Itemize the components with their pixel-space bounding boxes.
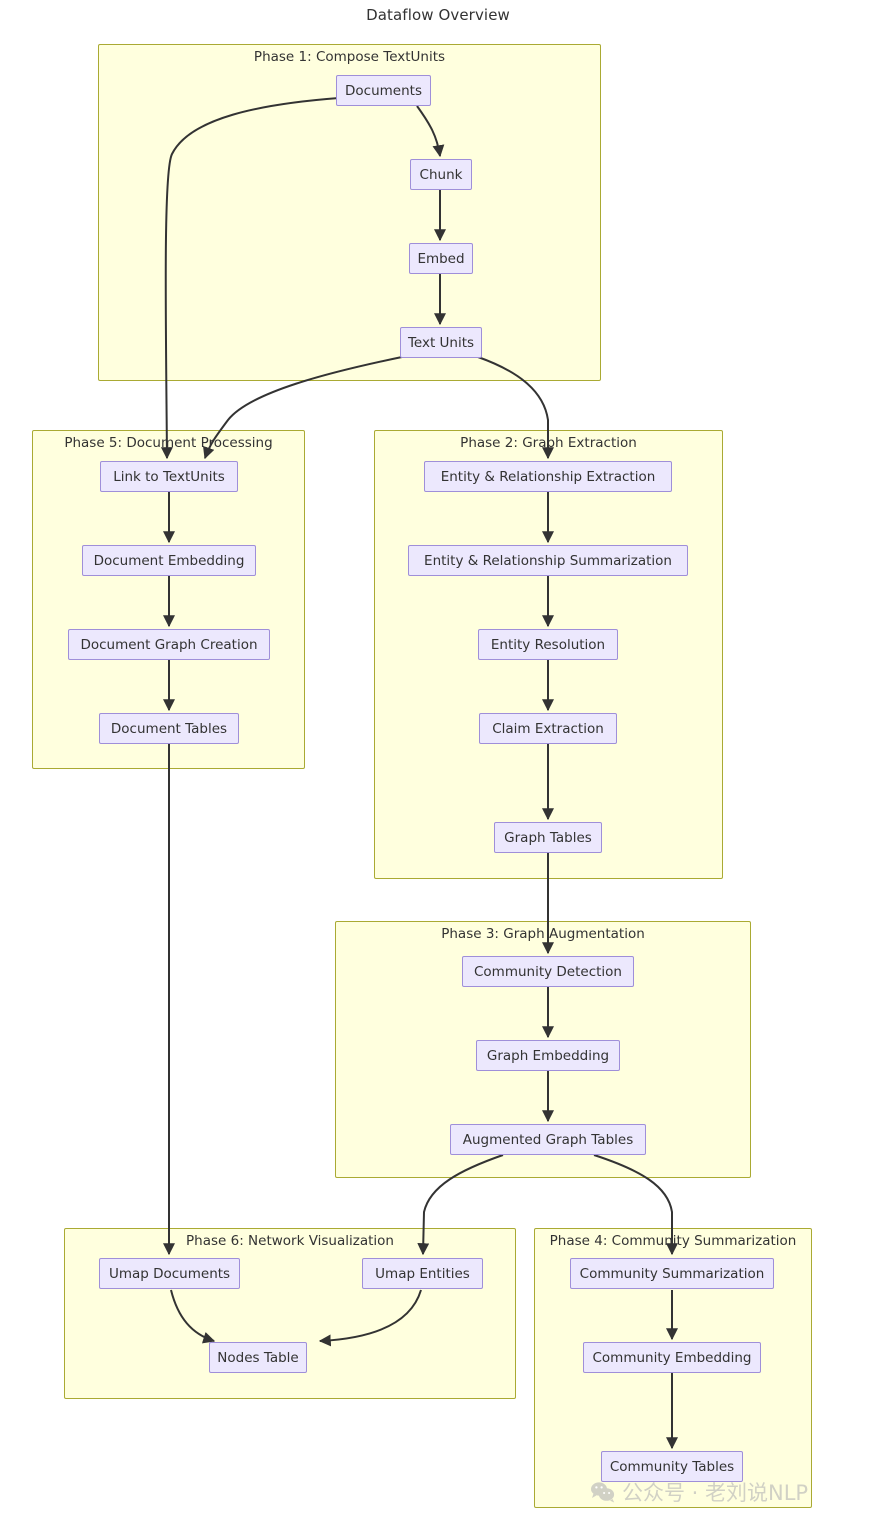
node-augmented-graph-tables[interactable]: Augmented Graph Tables bbox=[450, 1124, 646, 1155]
node-entity-rel-summarization[interactable]: Entity & Relationship Summarization bbox=[408, 545, 688, 576]
cluster-phase4-label: Phase 4: Community Summarization bbox=[549, 1233, 797, 1249]
node-community-embedding[interactable]: Community Embedding bbox=[583, 1342, 761, 1373]
node-graph-embedding[interactable]: Graph Embedding bbox=[476, 1040, 620, 1071]
node-link-to-textunits[interactable]: Link to TextUnits bbox=[100, 461, 238, 492]
cluster-phase6-label: Phase 6: Network Visualization bbox=[186, 1233, 394, 1249]
cluster-phase2-label: Phase 2: Graph Extraction bbox=[460, 435, 637, 451]
node-nodes-table[interactable]: Nodes Table bbox=[209, 1342, 307, 1373]
node-embed[interactable]: Embed bbox=[409, 243, 473, 274]
node-umap-documents[interactable]: Umap Documents bbox=[99, 1258, 240, 1289]
node-document-graph-creation[interactable]: Document Graph Creation bbox=[68, 629, 270, 660]
node-graph-tables[interactable]: Graph Tables bbox=[494, 822, 602, 853]
cluster-phase5-label: Phase 5: Document Processing bbox=[64, 435, 273, 451]
node-document-embedding[interactable]: Document Embedding bbox=[82, 545, 256, 576]
node-community-tables[interactable]: Community Tables bbox=[601, 1451, 743, 1482]
node-text-units[interactable]: Text Units bbox=[400, 327, 482, 358]
node-umap-entities[interactable]: Umap Entities bbox=[362, 1258, 483, 1289]
node-community-summarization[interactable]: Community Summarization bbox=[570, 1258, 774, 1289]
node-community-detection[interactable]: Community Detection bbox=[462, 956, 634, 987]
node-claim-extraction[interactable]: Claim Extraction bbox=[479, 713, 617, 744]
cluster-phase3-label: Phase 3: Graph Augmentation bbox=[441, 926, 645, 942]
node-document-tables[interactable]: Document Tables bbox=[99, 713, 239, 744]
node-documents[interactable]: Documents bbox=[336, 75, 431, 106]
page-title: Dataflow Overview bbox=[366, 6, 510, 24]
node-entity-rel-extraction[interactable]: Entity & Relationship Extraction bbox=[424, 461, 672, 492]
node-entity-resolution[interactable]: Entity Resolution bbox=[478, 629, 618, 660]
node-chunk[interactable]: Chunk bbox=[410, 159, 472, 190]
wechat-icon bbox=[590, 1481, 616, 1503]
cluster-phase6: Phase 6: Network Visualization bbox=[64, 1228, 516, 1399]
watermark: 公众号 · 老刘说NLP bbox=[590, 1477, 808, 1507]
watermark-text: 公众号 · 老刘说NLP bbox=[622, 1481, 809, 1505]
cluster-phase1-label: Phase 1: Compose TextUnits bbox=[253, 49, 446, 65]
